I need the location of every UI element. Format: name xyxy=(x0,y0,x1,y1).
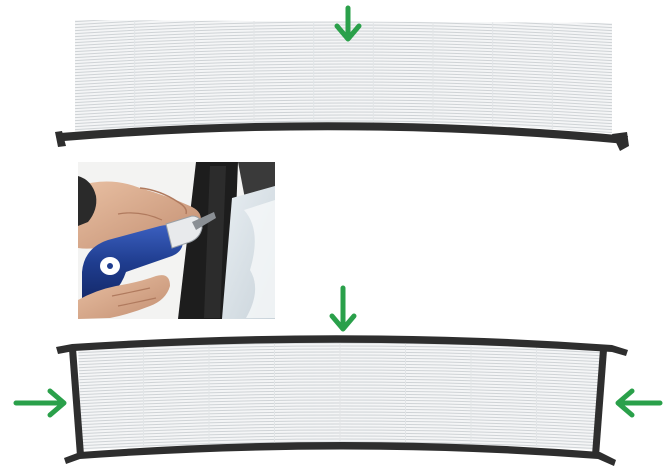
arrow-left-right-icon xyxy=(618,391,660,415)
photo-panel xyxy=(78,162,275,319)
bottom-panel xyxy=(56,330,628,466)
arrow-right-left-icon xyxy=(16,391,64,415)
arrow-down-bottom-icon xyxy=(332,288,354,329)
